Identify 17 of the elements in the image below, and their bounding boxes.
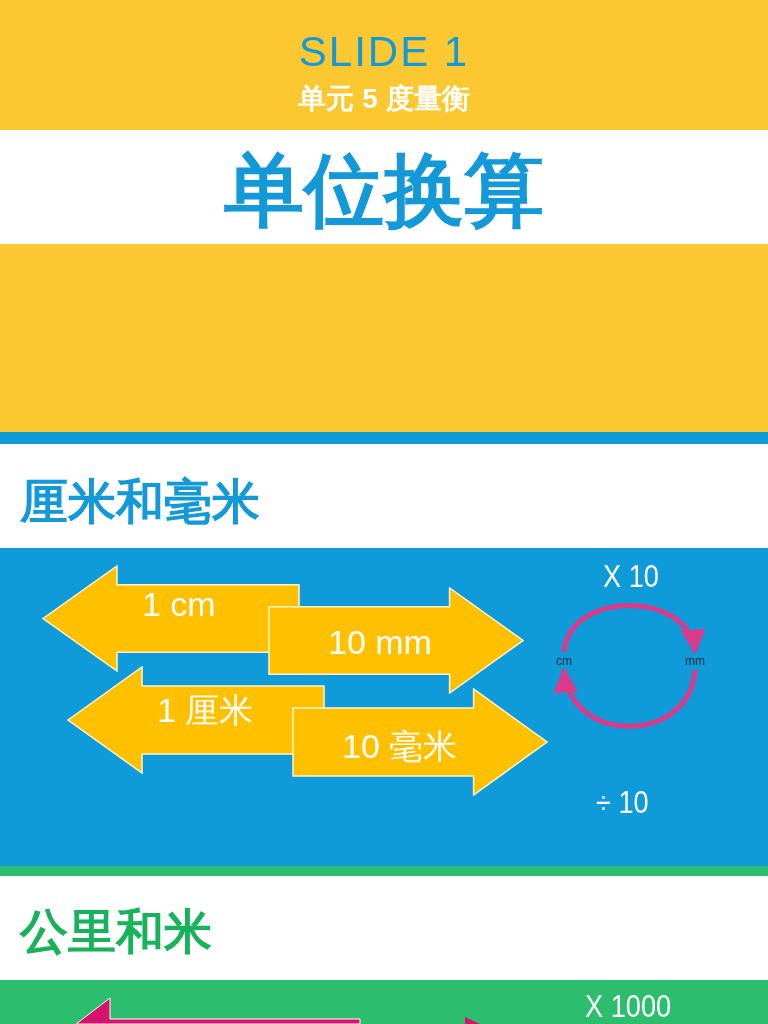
section-heading: 公里和米 (20, 904, 212, 960)
title: 单位换算 (223, 145, 545, 237)
measure-text: 10 mm (328, 623, 432, 662)
subtitle: 单元 5 度量衡 (297, 82, 471, 116)
curved-arrow (556, 667, 698, 729)
measure-text: 1 cm (142, 585, 216, 624)
measure-text: 1 厘米 (157, 690, 254, 731)
unit-label: mm (682, 652, 708, 670)
slide-number: SLIDE 1 (297, 28, 471, 76)
unit-label: cm (552, 652, 576, 670)
operation-label: X 1000 (585, 988, 672, 1024)
edge-label: ÷ 10 (596, 784, 649, 821)
arrow-shape (268, 587, 524, 694)
section-heading: 厘米和毫米 (20, 474, 260, 530)
arrow-shape (292, 688, 548, 796)
edge-label: X 10 (603, 558, 659, 595)
measure-text: 10 毫米 (342, 726, 458, 767)
